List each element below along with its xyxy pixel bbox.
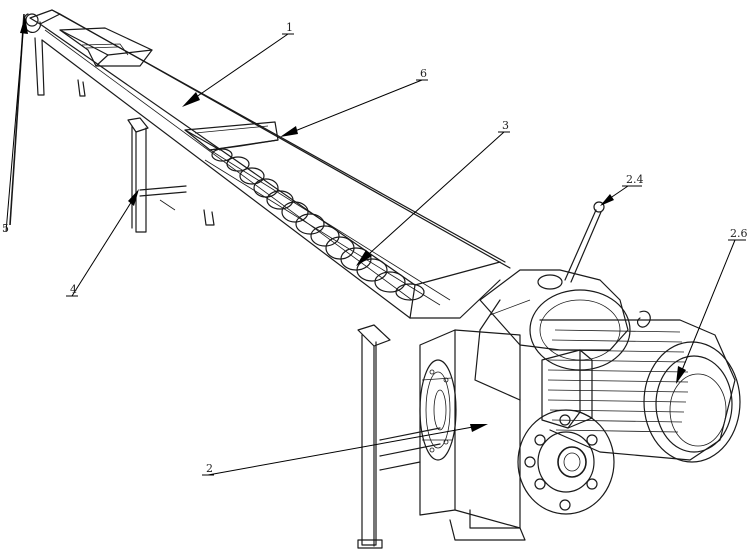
inlet-hopper <box>184 121 279 151</box>
lifting-handle <box>564 201 605 283</box>
small-hopper <box>59 27 153 67</box>
motor-body <box>539 319 736 461</box>
support-leg-front <box>357 324 441 549</box>
support-leg-left <box>34 37 215 233</box>
screw-flights <box>204 148 451 306</box>
conveyor-trough <box>23 9 511 319</box>
motor-end-cap <box>643 341 741 463</box>
label-2: 2 <box>206 462 213 475</box>
gearbox <box>419 329 526 541</box>
label-2-4: 2.4 <box>626 173 644 186</box>
label-3: 3 <box>502 119 509 132</box>
label-5: 5 <box>2 222 9 235</box>
callouts: 1 6 3 2.4 2.6 2 4 5 <box>2 16 748 476</box>
label-6: 6 <box>420 67 427 80</box>
label-4: 4 <box>70 283 77 296</box>
label-1: 1 <box>286 21 293 34</box>
label-2-6: 2.6 <box>730 227 748 240</box>
output-flange <box>517 409 615 515</box>
